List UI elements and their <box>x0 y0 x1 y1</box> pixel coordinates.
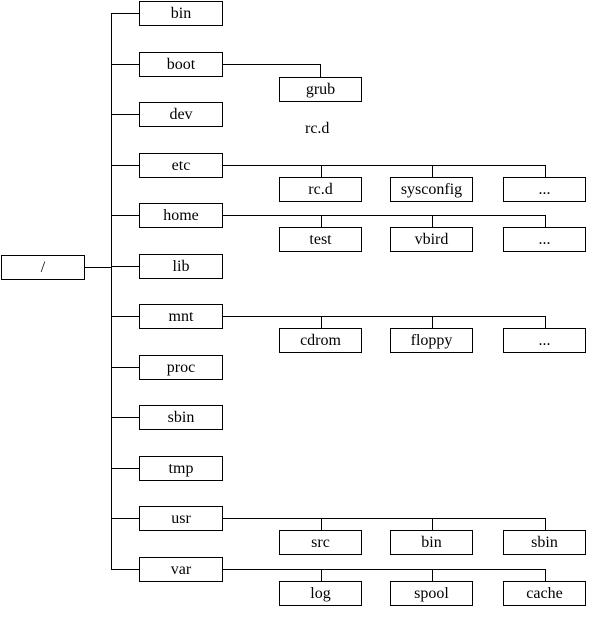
sub-drop <box>432 165 433 177</box>
branch-connector <box>111 165 139 166</box>
sub-drop <box>545 215 546 227</box>
subdir-node: vbird <box>390 227 473 252</box>
dir-node: mnt <box>139 304 223 329</box>
sub-drop <box>321 316 322 328</box>
subdir-node: ... <box>503 227 586 252</box>
sub-drop <box>321 215 322 227</box>
dir-node: etc <box>139 153 223 178</box>
subdir-node: floppy <box>390 328 473 353</box>
subdir-node: cache <box>503 581 586 606</box>
root-node: / <box>1 255 85 280</box>
sub-connector <box>223 64 320 65</box>
branch-connector <box>111 114 139 115</box>
sub-drop <box>432 518 433 530</box>
spine-line <box>111 13 112 570</box>
sub-drop <box>545 316 546 328</box>
sub-bus <box>223 518 546 519</box>
sub-drop <box>321 569 322 581</box>
branch-connector <box>111 468 139 469</box>
sub-bus <box>223 165 546 166</box>
sub-bus <box>223 316 546 317</box>
dir-node: usr <box>139 506 223 531</box>
subdir-node: grub <box>279 77 362 102</box>
sub-drop <box>545 569 546 581</box>
branch-connector <box>111 518 139 519</box>
dir-node: dev <box>139 102 223 127</box>
subdir-node: sysconfig <box>390 177 473 202</box>
dir-node: tmp <box>139 456 223 481</box>
dir-node: boot <box>139 52 223 77</box>
sub-drop <box>432 215 433 227</box>
sub-bus <box>223 569 546 570</box>
sub-drop <box>432 316 433 328</box>
branch-connector <box>111 64 139 65</box>
dir-node: lib <box>139 254 223 279</box>
sub-bus <box>223 215 546 216</box>
dir-node: bin <box>139 1 223 26</box>
subdir-node: rc.d <box>279 177 362 202</box>
dir-node: sbin <box>139 405 223 430</box>
subdir-node: test <box>279 227 362 252</box>
subdir-node: ... <box>503 328 586 353</box>
branch-connector <box>111 417 139 418</box>
dir-node: home <box>139 203 223 228</box>
subdir-node: cdrom <box>279 328 362 353</box>
boot-note-label: rc.d <box>305 120 330 137</box>
subdir-node: sbin <box>503 530 586 555</box>
sub-drop <box>321 165 322 177</box>
sub-drop <box>432 569 433 581</box>
sub-drop <box>545 518 546 530</box>
sub-drop <box>321 518 322 530</box>
branch-connector <box>111 215 139 216</box>
branch-connector <box>111 266 139 267</box>
subdir-node: bin <box>390 530 473 555</box>
dir-node: proc <box>139 355 223 380</box>
root-connector <box>85 267 111 268</box>
branch-connector <box>111 569 139 570</box>
subdir-node: spool <box>390 581 473 606</box>
dir-node: var <box>139 557 223 582</box>
branch-connector <box>111 13 139 14</box>
branch-connector <box>111 316 139 317</box>
subdir-node: ... <box>503 177 586 202</box>
sub-drop <box>320 64 321 77</box>
subdir-node: src <box>279 530 362 555</box>
subdir-node: log <box>279 581 362 606</box>
sub-drop <box>545 165 546 177</box>
branch-connector <box>111 367 139 368</box>
